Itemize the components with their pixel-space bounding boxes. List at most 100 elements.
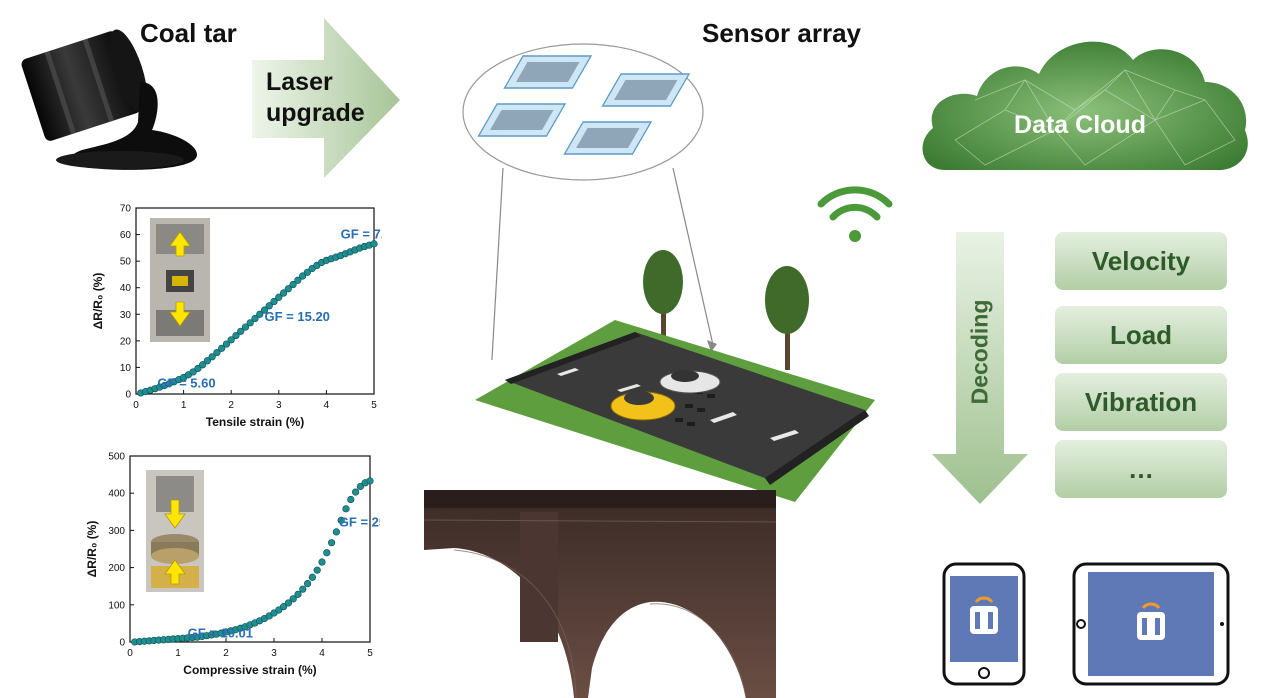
data-point [318,558,326,566]
gf-annotation: GF = 5.60 [157,375,215,390]
data-point [256,310,264,318]
x-tick-label: 0 [133,400,139,411]
compression-test-photo [146,470,204,592]
data-point [232,331,240,340]
x-tick-label: 2 [228,400,234,411]
decoding-label: Decoding [966,299,993,405]
sensor-array-illustration [462,43,717,360]
data-point [304,579,312,588]
data-cloud-label: Data Cloud [1014,111,1146,139]
app-logo-icon [1137,602,1165,640]
tablet-device-icon [1072,562,1230,686]
data-point [227,336,235,344]
y-tick-label: 70 [120,204,132,215]
x-tick-label: 1 [181,400,187,411]
tensile-test-photo [150,218,210,342]
laser-upgrade-label: Laser upgrade [266,67,365,129]
data-point [194,364,202,373]
tree-left-icon [643,250,683,350]
y-tick-label: 10 [120,363,132,374]
data-point [366,477,374,485]
phone-device-icon [942,562,1026,686]
data-point [356,482,365,491]
y-tick-label: 60 [120,230,132,241]
data-point [299,272,307,280]
x-tick-label: 2 [223,648,229,659]
x-tick-label: 1 [175,648,181,659]
data-point [284,599,292,607]
data-point [294,590,302,598]
y-tick-label: 400 [108,489,125,500]
data-point [294,276,302,284]
gf-annotation: GF = 10.01 [188,626,253,641]
data-point [237,327,245,335]
data-point [323,549,331,557]
y-tick-label: 300 [108,526,125,537]
y-tick-label: 0 [125,390,131,401]
x-tick-label: 3 [276,400,282,411]
bridge-photo [424,490,776,698]
data-point [199,361,207,369]
data-point [370,240,378,248]
y-tick-label: 200 [108,563,125,574]
data-point [280,603,288,611]
laser-upgrade-arrow [252,18,400,178]
gf-annotation: GF = 15.20 [265,309,330,324]
data-point [260,306,269,314]
data-point [208,353,216,361]
laser-label-line1: Laser [266,68,333,96]
data-cloud-icon: Data Cloud [922,41,1248,171]
data-point [265,302,273,310]
data-point [332,528,340,536]
data-point [299,585,307,593]
x-axis-label: Tensile strain (%) [206,415,304,429]
y-tick-label: 500 [108,452,125,463]
data-point [246,319,254,327]
data-point [251,314,259,323]
data-point [213,348,221,357]
x-axis-label: Compressive strain (%) [183,663,316,677]
data-point [308,573,316,581]
gf-annotation: GF = 7.39 [341,227,382,242]
data-point [313,566,321,574]
wifi-icon [817,186,893,242]
data-point [275,293,283,301]
data-point [352,488,360,496]
data-point [241,323,250,331]
y-tick-label: 20 [120,336,132,347]
data-point [342,505,350,513]
tree-right-icon [765,266,809,370]
data-point [218,344,226,352]
data-point [222,340,231,348]
x-tick-label: 5 [367,648,373,659]
coal-tar-barrel-icon [21,29,197,170]
y-tick-label: 40 [120,283,132,294]
y-axis-label: ΔR/R₀ (%) [92,273,105,330]
yellow-car-icon [610,391,676,421]
y-tick-label: 50 [120,257,132,268]
decoding-arrow [932,232,1028,504]
plot-frame [129,455,371,643]
y-tick-label: 30 [120,310,132,321]
x-tick-label: 4 [319,648,325,659]
x-tick-label: 3 [271,648,277,659]
data-point [284,285,292,293]
plot-frame [135,207,375,395]
output-vibration: Vibration [1055,373,1227,431]
data-point [303,268,311,276]
data-point [270,297,278,306]
data-point [203,357,211,365]
sensor-chips [477,55,691,155]
y-axis-label: ΔR/R₀ (%) [85,521,99,578]
app-logo-icon [970,596,998,634]
data-point [328,539,336,547]
road-scene-illustration [475,250,875,502]
data-point [279,289,288,297]
laser-label-line2: upgrade [266,99,365,127]
x-tick-label: 0 [127,648,133,659]
data-point [289,595,297,603]
output-load: Load [1055,306,1227,364]
white-car-icon [659,370,721,394]
